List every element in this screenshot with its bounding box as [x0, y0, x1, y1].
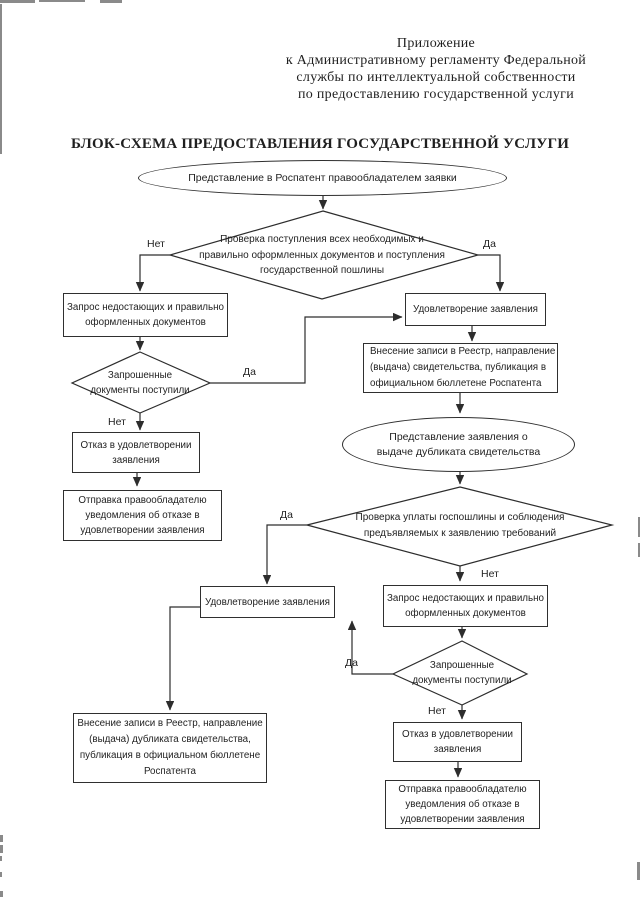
scan-artifact — [100, 0, 122, 3]
node-register: Внесение записи в Реестр, направление (в… — [363, 343, 558, 393]
node-satisfy2-label: Удовлетворение заявления — [204, 596, 330, 608]
node-duplicate-request: Представление заявления о выдаче дублика… — [342, 417, 575, 472]
branch-no-label: Нет — [147, 238, 165, 250]
connector-docsreceived2-yes-satisfy2 — [347, 620, 393, 675]
node-refuse-label: Отказ в удовлетворении заявления — [80, 439, 192, 466]
scan-artifact — [638, 517, 640, 537]
scan-artifact — [0, 835, 3, 842]
scan-artifact — [638, 543, 640, 557]
scan-artifact — [637, 862, 640, 880]
connector-docsreceived-yes-satisfy — [210, 312, 403, 384]
node-request-missing: Запрос недостающих и правильно оформленн… — [63, 293, 228, 337]
node-duplicate-request-label: Представление заявления о выдаче дублика… — [376, 430, 541, 458]
node-register-label: Внесение записи в Реестр, направление (в… — [370, 346, 556, 389]
branch-no-label: Нет — [481, 568, 499, 580]
decision-check-docs-label: Проверка поступления всех необходимых и … — [199, 234, 445, 276]
node-satisfy: Удовлетворение заявления — [405, 293, 546, 326]
decision-check-docs-shape — [167, 210, 481, 300]
branch-yes-label: Да — [483, 238, 496, 250]
node-refuse2: Отказ в удовлетворении заявления — [393, 722, 522, 762]
branch-yes-label: Да — [345, 657, 358, 669]
scan-artifact — [0, 845, 3, 853]
scan-artifact — [0, 4, 2, 154]
node-send-refusal: Отправка правообладателю уведомления об … — [63, 490, 222, 541]
decision-docs-received2-label: Запрошенные документы поступили — [412, 660, 512, 686]
node-refuse: Отказ в удовлетворении заявления — [72, 432, 200, 473]
connector-no-requestmissing — [135, 254, 170, 292]
node-request-missing2-label: Запрос недостающих и правильно оформленн… — [387, 593, 544, 619]
node-register-duplicate-label: Внесение записи в Реестр, направление (в… — [77, 718, 263, 777]
connector-yes-satisfy — [478, 254, 505, 292]
node-refuse2-label: Отказ в удовлетворении заявления — [402, 729, 513, 755]
decision-check-fee-label: Проверка уплаты госпошлины и соблюдения … — [355, 512, 565, 539]
branch-no-label: Нет — [108, 416, 126, 428]
node-satisfy-label: Удовлетворение заявления — [412, 304, 538, 315]
scan-artifact — [0, 872, 2, 877]
branch-yes-label: Да — [243, 366, 256, 378]
node-request-missing-label: Запрос недостающих и правильно оформленн… — [67, 302, 224, 328]
node-start-label: Представление в Роспатент правообладател… — [188, 171, 457, 184]
node-request-missing2: Запрос недостающих и правильно оформленн… — [383, 585, 548, 627]
node-send-refusal2: Отправка правообладателю уведомления об … — [385, 780, 540, 829]
connector-checkfee-yes-satisfy2 — [262, 524, 307, 585]
scan-artifact — [0, 856, 2, 861]
node-satisfy2: Удовлетворение заявления — [200, 586, 335, 618]
node-send-refusal2-label: Отправка правообладателю уведомления об … — [398, 784, 527, 825]
branch-yes-label: Да — [280, 509, 293, 521]
branch-no-label: Нет — [428, 705, 446, 717]
scan-artifact — [0, 0, 35, 3]
node-register-duplicate: Внесение записи в Реестр, направление (в… — [73, 713, 267, 783]
scan-artifact — [0, 891, 3, 897]
page-title: БЛОК-СХЕМА ПРЕДОСТАВЛЕНИЯ ГОСУДАРСТВЕННО… — [70, 136, 570, 152]
document-header: Приложение к Административному регламент… — [285, 36, 587, 102]
node-send-refusal-label: Отправка правообладателю уведомления об … — [78, 495, 207, 536]
node-start: Представление в Роспатент правообладател… — [138, 160, 507, 196]
connector-satisfy2-register2 — [165, 606, 200, 711]
decision-docs-received-label: Запрошенные документы поступили — [90, 370, 190, 396]
scan-artifact — [39, 0, 85, 2]
